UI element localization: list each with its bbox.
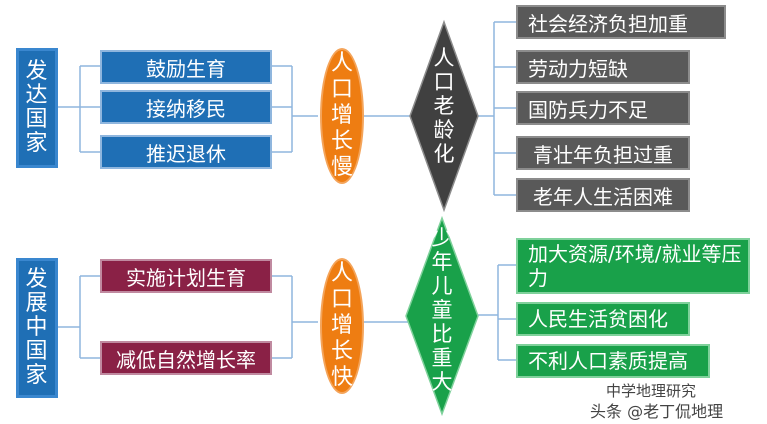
trend-slow-growth-oval: 人口增长慢 [320, 48, 364, 184]
trend-slow-growth-label: 人口增长慢 [330, 51, 353, 180]
cause-accept-immigrants: 接纳移民 [100, 90, 272, 124]
effect-labor-shortage: 劳动力短缺 [516, 50, 690, 84]
bottom-country-connector [58, 275, 100, 359]
problem-youth-share-label: 少年儿童比重大 [431, 226, 453, 394]
watermark-line2: 头条 @老丁侃地理 [590, 402, 724, 421]
bottom-problem-diamond [405, 215, 479, 417]
top-country-connector [58, 65, 100, 153]
top-effects-connector [478, 21, 516, 196]
cause-delay-retirement: 推迟退休 [100, 135, 272, 169]
problem-aging-label: 人口老龄化 [433, 46, 455, 166]
cause-family-planning: 实施计划生育 [100, 259, 272, 293]
effect-population-quality: 不利人口素质提高 [516, 344, 710, 378]
trend-fast-growth-oval: 人口增长快 [320, 258, 364, 394]
bottom-oval-connector [272, 275, 318, 359]
watermark-line1: 中学地理研究 [606, 382, 697, 400]
effect-elderly-hardship: 老年人生活困难 [516, 178, 690, 212]
effect-poverty: 人民生活贫困化 [516, 302, 690, 336]
bottom-effects-connector [478, 264, 516, 361]
top-oval-connector [272, 65, 318, 153]
effect-economic-burden: 社会经济负担加重 [516, 5, 726, 39]
effect-resource-pressure: 加大资源/环境/就业等压力 [516, 238, 750, 294]
cause-encourage-birth: 鼓励生育 [100, 50, 272, 84]
cause-reduce-growth-rate: 减低自然增长率 [100, 341, 272, 375]
country-developing: 发展中国家 [16, 258, 58, 398]
country-developed: 发达国家 [16, 48, 58, 168]
effect-youth-burden: 青壮年负担过重 [516, 136, 690, 170]
trend-fast-growth-label: 人口增长快 [330, 261, 353, 390]
effect-defense-shortage: 国防兵力不足 [516, 91, 690, 125]
top-problem-diamond [409, 19, 479, 213]
